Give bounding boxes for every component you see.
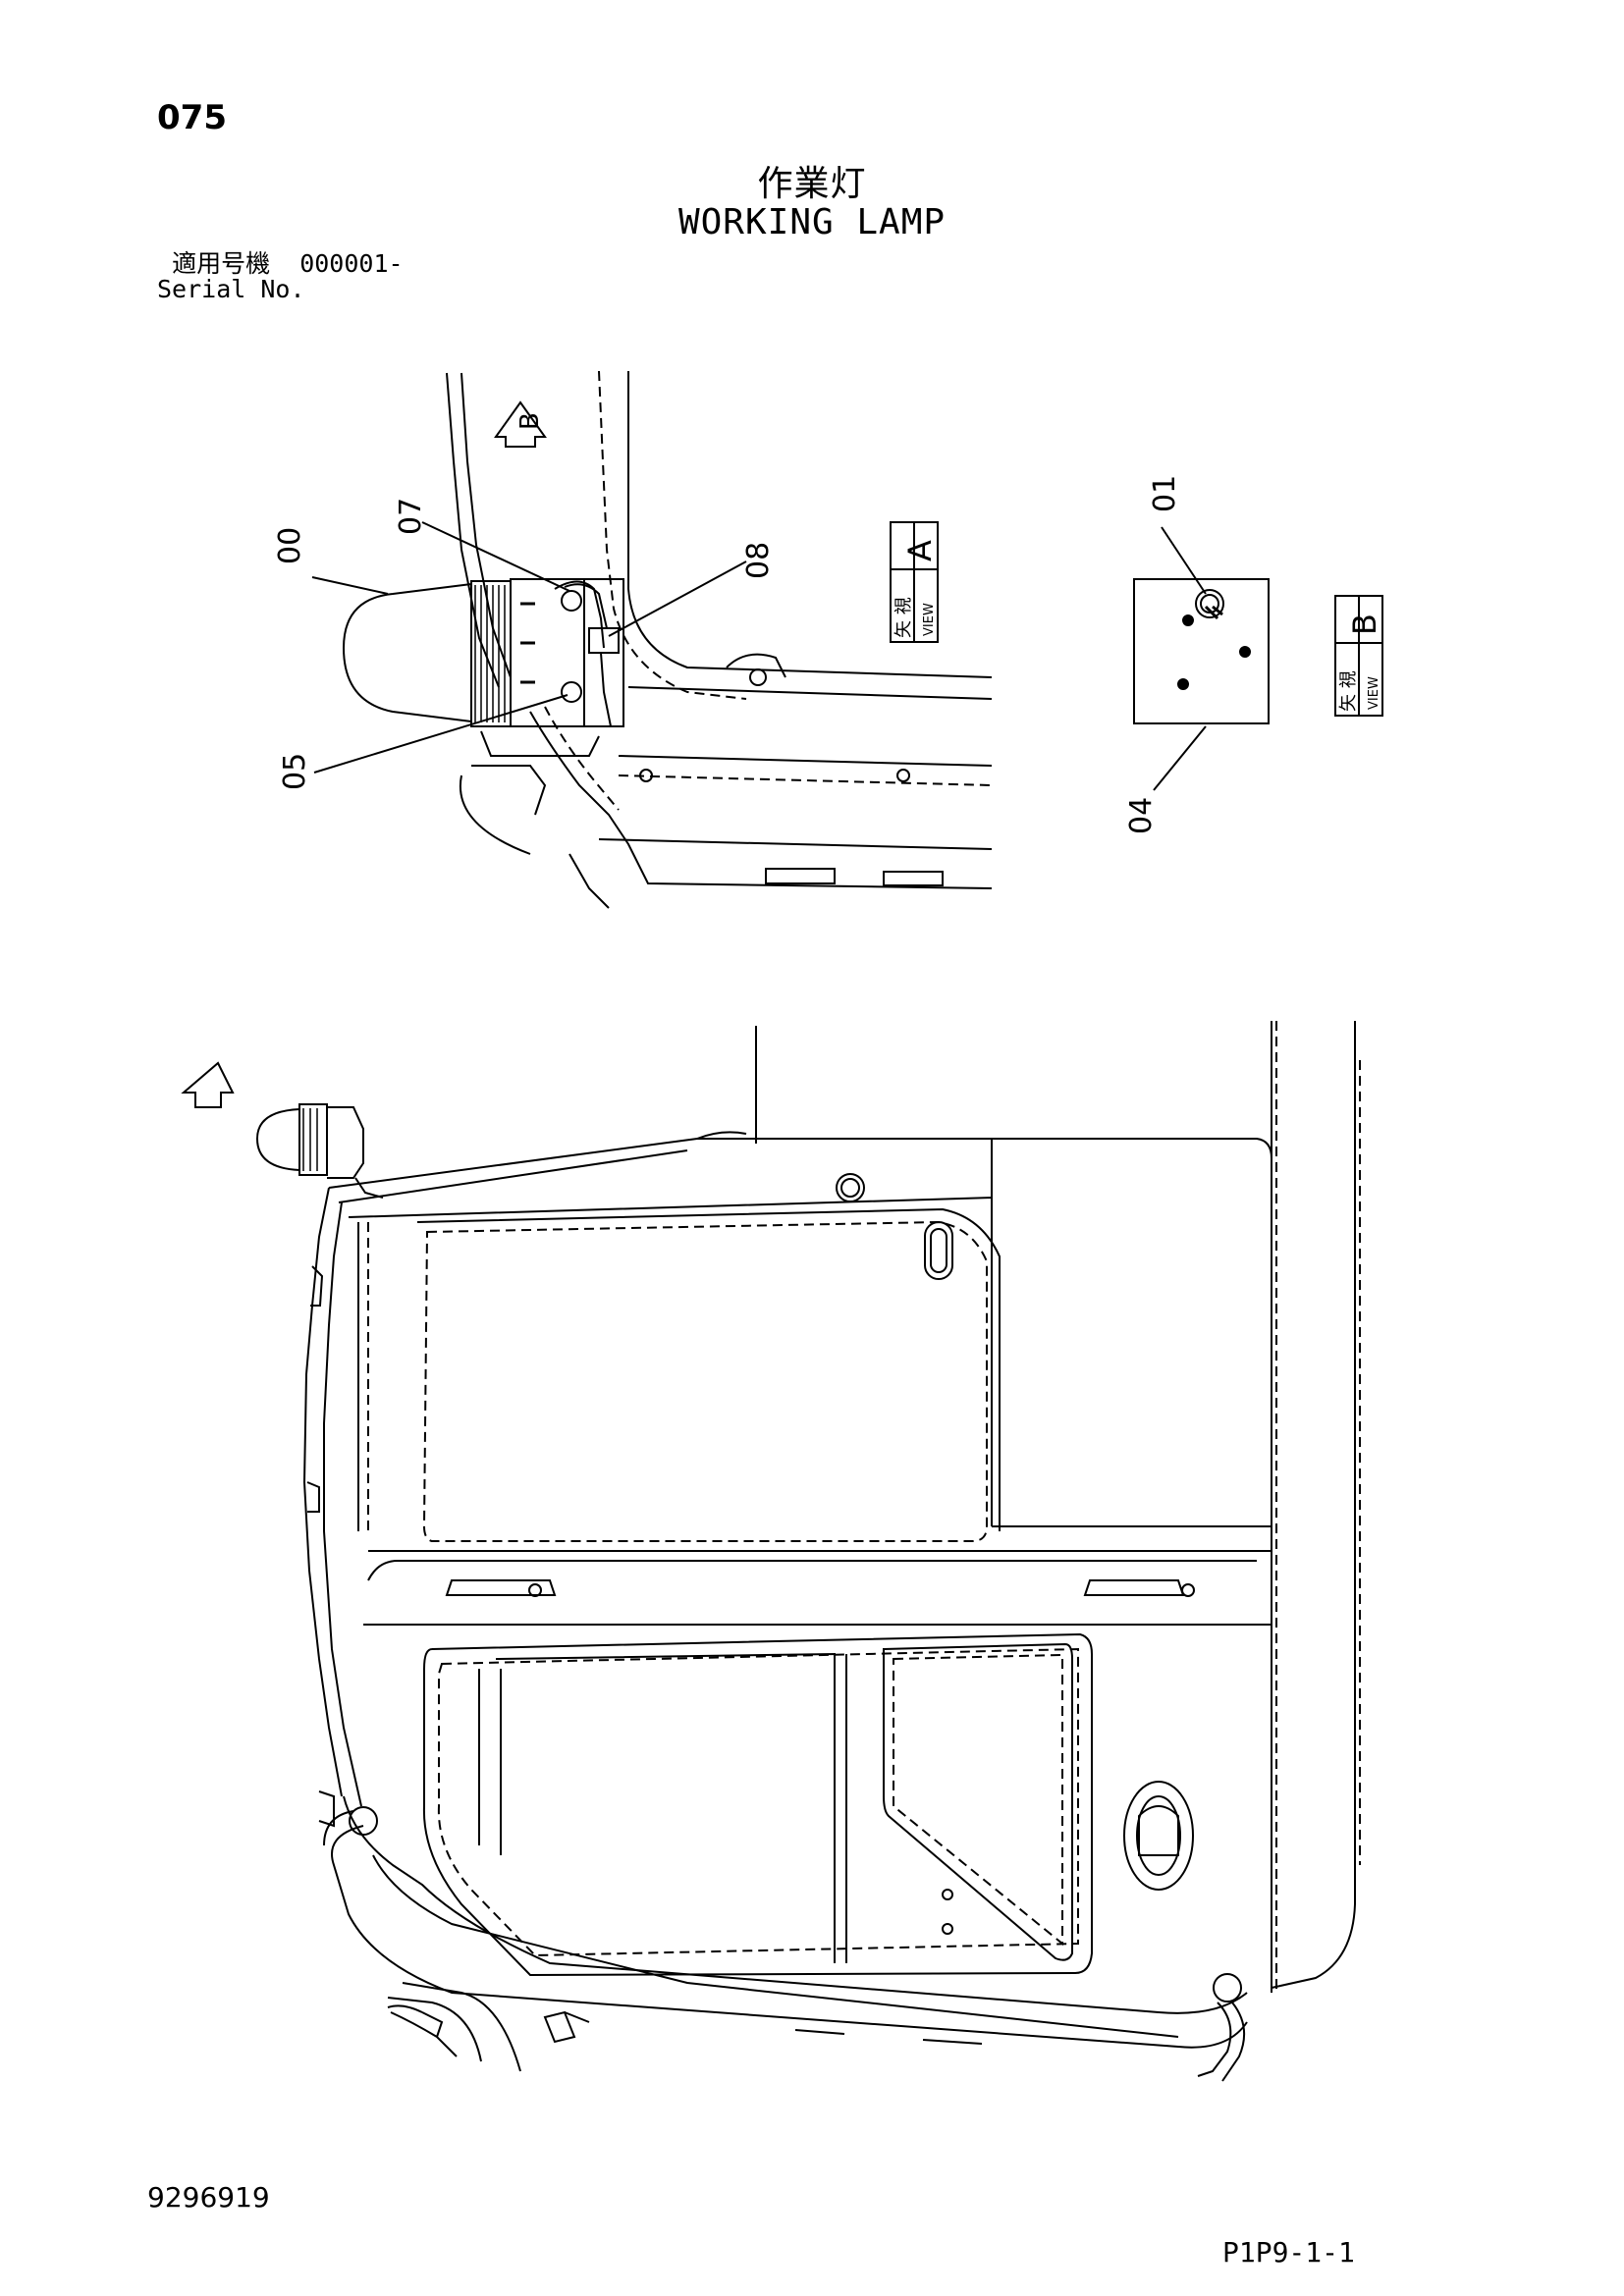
title-english: WORKING LAMP <box>677 202 947 242</box>
view-b-en: VIEW <box>1367 676 1381 710</box>
serial-number-block: 適用号機 000001- Serial No. <box>157 251 404 302</box>
view-a-label: A 矢 視 VIEW <box>890 521 939 643</box>
callout-08: 08 <box>741 542 776 579</box>
leader-01 <box>1161 526 1207 595</box>
view-a-letter: A <box>901 540 939 561</box>
view-a-arrow-icon <box>181 1061 235 1108</box>
callout-07: 07 <box>394 498 428 535</box>
view-a-jp: 矢 視 <box>893 597 914 638</box>
view-b-arrow-icon <box>494 400 547 448</box>
view-b-arrow-letter: B <box>515 412 545 430</box>
leader-05 <box>313 694 568 774</box>
view-a-detail <box>311 370 993 909</box>
view-b-detail <box>1133 526 1270 791</box>
callout-00: 00 <box>273 527 307 564</box>
view-b-jp: 矢 視 <box>1338 670 1359 712</box>
leader-07 <box>421 521 570 592</box>
callout-01: 01 <box>1148 475 1182 512</box>
callout-05: 05 <box>278 753 312 790</box>
page-number: 075 <box>157 98 227 137</box>
document-number: 9296919 <box>147 2181 270 2214</box>
callout-04: 04 <box>1124 797 1159 834</box>
cab-main-view <box>181 1021 1361 2082</box>
title-japanese: 作業灯 <box>757 164 867 204</box>
serial-value: 000001- <box>299 249 404 278</box>
view-a-en: VIEW <box>922 603 937 636</box>
leader-08 <box>608 561 747 637</box>
leader-04 <box>1153 725 1207 791</box>
serial-label-jp: 適用号機 <box>172 249 271 278</box>
view-b-letter: B <box>1346 614 1383 635</box>
leader-00 <box>311 576 389 595</box>
serial-label-en: Serial No. <box>157 275 305 303</box>
page-code: P1P9-1-1 <box>1222 2236 1355 2269</box>
view-b-label: B 矢 視 VIEW <box>1334 595 1383 717</box>
